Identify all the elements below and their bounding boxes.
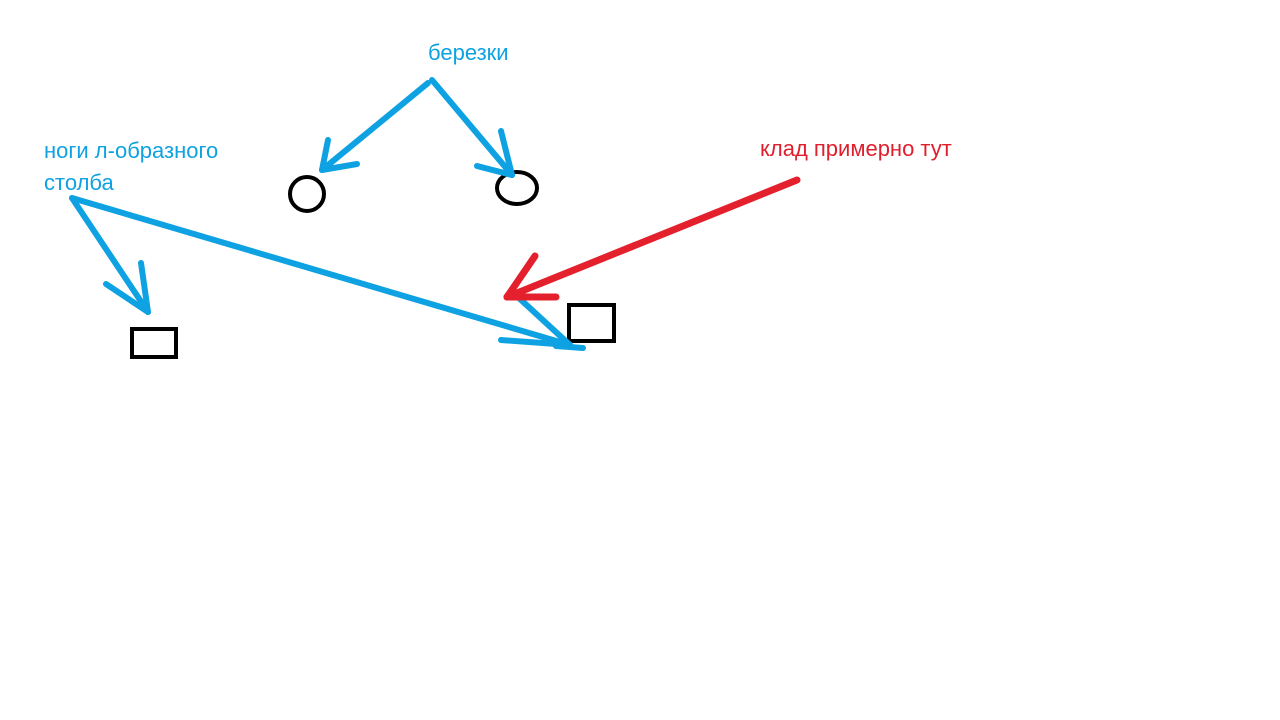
label-birches: березки — [428, 40, 509, 65]
arrow-legs-to-left — [69, 195, 151, 315]
pole-leg-right-rect — [567, 303, 616, 343]
label-pole-legs: ноги л-образного столба — [44, 135, 218, 199]
label-treasure: клад примерно тут — [760, 136, 952, 161]
arrow-legs-to-right — [69, 195, 586, 351]
pole-leg-left-rect — [130, 327, 178, 359]
arrow-birches-to-left — [319, 80, 431, 173]
arrow-treasure — [503, 176, 801, 301]
label-pole-legs-line1: ноги л-образного — [44, 138, 219, 163]
birch-left-circle — [288, 175, 326, 213]
arrow-birches-to-right — [429, 77, 515, 178]
birch-right-circle — [495, 170, 539, 206]
label-pole-legs-line2: столба — [44, 170, 114, 195]
